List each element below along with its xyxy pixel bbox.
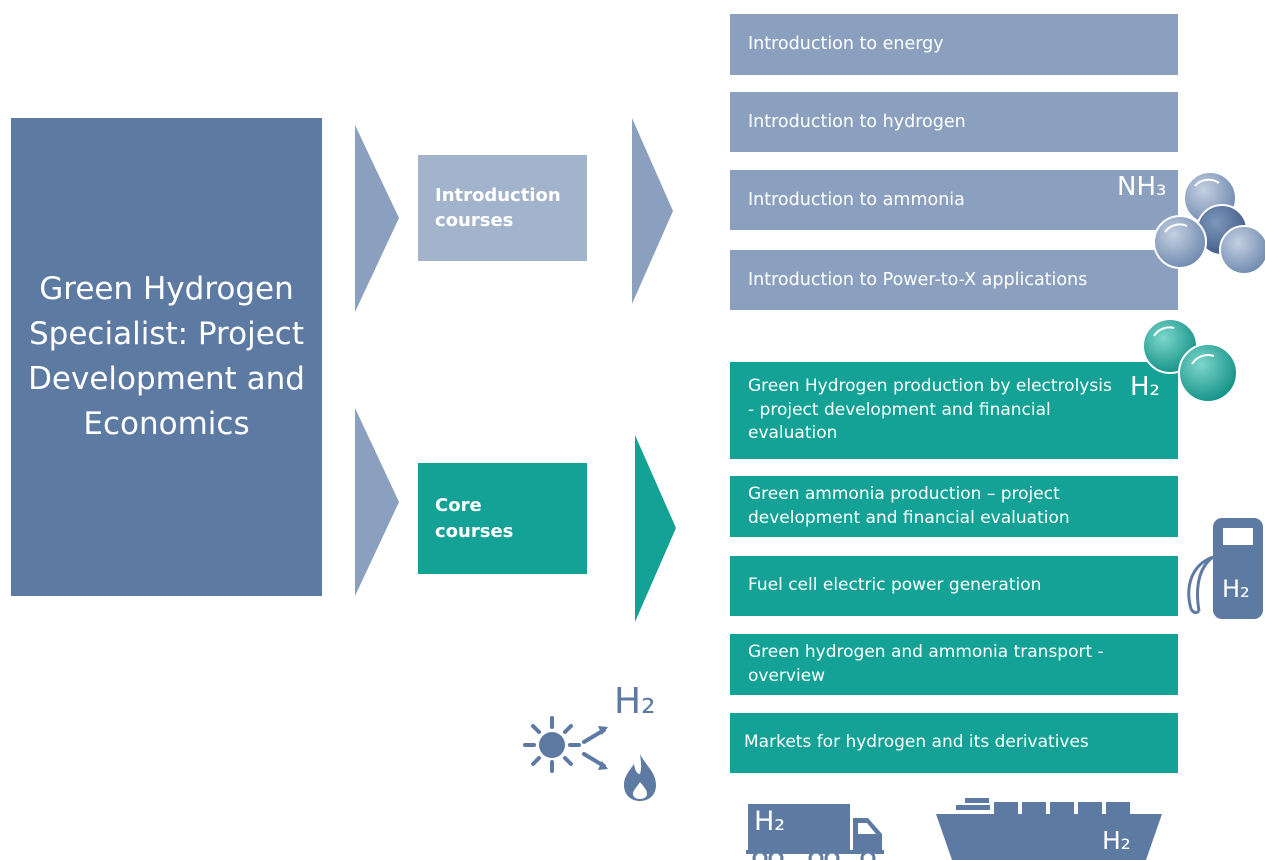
course-intro-hydrogen: Introduction to hydrogen bbox=[730, 92, 1178, 152]
core-courses-box: Core courses bbox=[418, 463, 587, 574]
course-label: Introduction to ammonia bbox=[748, 189, 965, 210]
hydrogen-formula-pump: H₂ bbox=[1222, 575, 1250, 603]
course-core-fuel-cell: Fuel cell electric power generation bbox=[730, 556, 1178, 616]
hydrogen-formula-ship: H₂ bbox=[1102, 826, 1131, 855]
hydrogen-formula-truck: H₂ bbox=[754, 806, 786, 837]
course-label: Green hydrogen and ammonia transport - o… bbox=[748, 641, 1104, 686]
ammonia-molecule-icon bbox=[1153, 171, 1265, 275]
sun-icon bbox=[523, 716, 608, 773]
arrow-to-core bbox=[355, 408, 399, 596]
ammonia-formula: NH₃ bbox=[1117, 172, 1167, 202]
course-intro-energy: Introduction to energy bbox=[730, 14, 1178, 75]
course-label: Introduction to energy bbox=[748, 34, 944, 55]
hydrogen-molecule-icon bbox=[1142, 318, 1238, 403]
course-label: Introduction to hydrogen bbox=[748, 111, 966, 132]
hydrogen-formula-electrolysis: H₂ bbox=[1130, 372, 1160, 402]
arrow-core-to-courses bbox=[635, 435, 676, 622]
course-intro-power-to-x: Introduction to Power-to-X applications bbox=[730, 250, 1178, 310]
course-core-markets: Markets for hydrogen and its derivatives bbox=[730, 713, 1178, 773]
course-intro-ammonia: Introduction to ammonia bbox=[730, 170, 1178, 230]
course-core-electrolysis: Green Hydrogen production by electrolysi… bbox=[730, 362, 1178, 459]
arrow-intro-to-courses bbox=[632, 118, 673, 304]
course-label: Introduction to Power-to-X applications bbox=[748, 269, 1088, 290]
course-core-ammonia-production: Green ammonia production – project devel… bbox=[730, 476, 1178, 537]
intro-courses-label: Introduction courses bbox=[435, 184, 561, 231]
course-label: Markets for hydrogen and its derivatives bbox=[744, 732, 1089, 753]
intro-courses-box: Introduction courses bbox=[418, 155, 587, 261]
course-label: Green ammonia production – project devel… bbox=[748, 483, 1070, 528]
course-label: Green Hydrogen production by electrolysi… bbox=[748, 375, 1112, 444]
core-courses-label: Core courses bbox=[435, 495, 514, 542]
fuel-pump-icon bbox=[1187, 518, 1263, 619]
ship-icon bbox=[936, 798, 1162, 860]
program-box: Green Hydrogen Specialist: Project Devel… bbox=[11, 118, 322, 596]
truck-icon bbox=[746, 804, 884, 860]
hydrogen-formula-sun: H₂ bbox=[614, 681, 656, 722]
arrow-to-intro bbox=[355, 125, 399, 312]
program-title: Green Hydrogen Specialist: Project Devel… bbox=[28, 270, 305, 443]
course-label: Fuel cell electric power generation bbox=[748, 575, 1042, 596]
flame-icon bbox=[624, 754, 656, 801]
course-core-transport: Green hydrogen and ammonia transport - o… bbox=[730, 634, 1178, 695]
